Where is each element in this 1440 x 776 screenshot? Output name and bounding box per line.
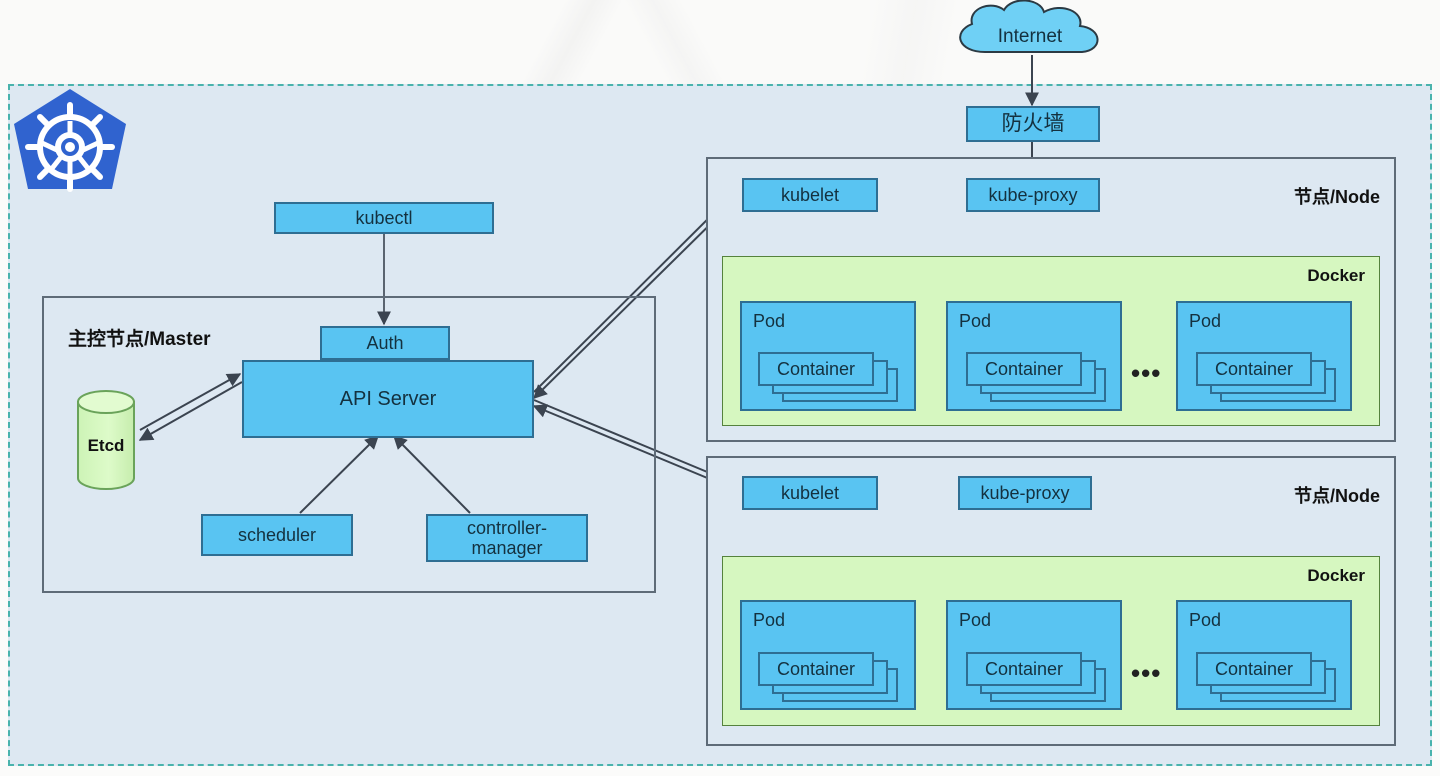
node-1-pod-1-container-stack: Container	[758, 352, 898, 404]
node-1-pod-2-label: Pod	[959, 311, 992, 331]
node-1-pod-1-label: Pod	[753, 311, 786, 331]
node-2-pod-3-container-stack: Container	[1196, 652, 1336, 704]
node-2-pod-2-container[interactable]: Container	[966, 652, 1082, 686]
etcd-box[interactable]: Etcd	[78, 402, 134, 489]
node-2-pod-2-label: Pod	[959, 610, 992, 630]
node-1-pod-2-container-stack: Container	[966, 352, 1106, 404]
node-2-pods-ellipsis: •••	[1131, 658, 1162, 688]
controller-manager-box[interactable]: controller- manager	[426, 514, 588, 562]
node-2-kube-proxy-box[interactable]: kube-proxy	[958, 476, 1092, 510]
kubectl-box[interactable]: kubectl	[274, 202, 494, 234]
node-2-pod-3-container[interactable]: Container	[1196, 652, 1312, 686]
master-label: 主控节点/Master	[68, 329, 211, 350]
node-2-pod-2-container-stack: Container	[966, 652, 1106, 704]
internet-text: Internet	[997, 26, 1063, 47]
controller-manager-line2: manager	[471, 538, 543, 558]
node-2-pod-1-container[interactable]: Container	[758, 652, 874, 686]
node-1-docker-label: Docker	[1307, 266, 1365, 285]
node-1-label: 节点/Node	[1293, 187, 1380, 207]
internet-label: Internet	[955, 8, 1105, 66]
node-2-kubelet-box[interactable]: kubelet	[742, 476, 878, 510]
etcd-cylinder-icon	[77, 390, 135, 490]
api-server-box[interactable]: API Server	[242, 360, 534, 438]
firewall-box[interactable]: 防火墙	[966, 106, 1100, 142]
node-1-pod-3-container-stack: Container	[1196, 352, 1336, 404]
auth-box[interactable]: Auth	[320, 326, 450, 360]
node-1-pod-3-label: Pod	[1189, 311, 1222, 331]
node-2-pod-3-label: Pod	[1189, 610, 1222, 630]
node-2-pod-1-container-stack: Container	[758, 652, 898, 704]
node-1-pods-ellipsis: •••	[1131, 358, 1162, 388]
internet-cloud-icon	[959, 0, 1099, 53]
node-2-docker-label: Docker	[1307, 566, 1365, 585]
etcd-label: Etcd	[87, 435, 125, 455]
node-2-pod-1-label: Pod	[753, 610, 786, 630]
node-1-pod-3-container[interactable]: Container	[1196, 352, 1312, 386]
node-1-pod-2-container[interactable]: Container	[966, 352, 1082, 386]
scheduler-box[interactable]: scheduler	[201, 514, 353, 556]
controller-manager-line1: controller-	[466, 517, 548, 538]
kubernetes-logo	[14, 89, 126, 192]
node-2-label: 节点/Node	[1293, 486, 1380, 506]
node-1-pod-1-container[interactable]: Container	[758, 352, 874, 386]
node-1-kubelet-box[interactable]: kubelet	[742, 178, 878, 212]
master-node-frame: 主控节点/Master	[42, 296, 656, 593]
node-1-kube-proxy-box[interactable]: kube-proxy	[966, 178, 1100, 212]
